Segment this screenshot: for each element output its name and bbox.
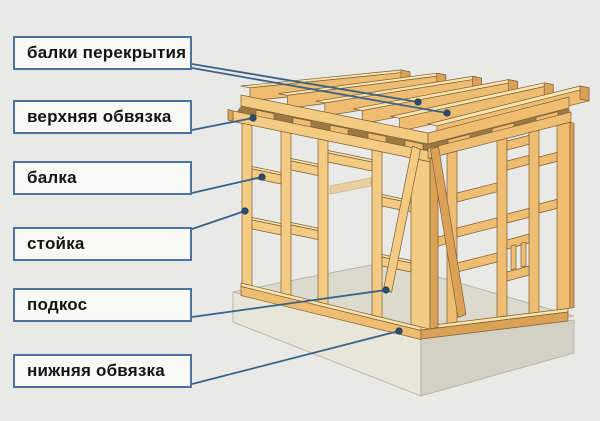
pointer-dot xyxy=(241,207,249,215)
leader-beam xyxy=(191,176,263,194)
leader-floor-joists-1 xyxy=(191,63,419,103)
label-stud: стойка xyxy=(13,227,192,261)
leader-brace xyxy=(191,289,387,318)
label-beam: балка xyxy=(13,161,192,195)
pointer-dot xyxy=(395,327,403,335)
label-floor-joists: балки перекрытия xyxy=(13,36,192,70)
leader-top-plate xyxy=(191,117,254,131)
top-plate-left xyxy=(227,94,432,163)
label-top-plate: верхняя обвязка xyxy=(13,100,192,134)
leader-lines xyxy=(191,63,451,385)
pointer-dot xyxy=(249,114,257,122)
right-wall xyxy=(429,121,575,330)
label-bottom-plate: нижняя обвязка xyxy=(13,354,192,388)
bottom-plate xyxy=(240,282,569,340)
pointer-dot xyxy=(443,109,451,117)
braces xyxy=(383,145,467,318)
pointer-dot xyxy=(258,173,266,181)
leader-floor-joists-2 xyxy=(191,67,448,114)
pointer-dot xyxy=(414,98,422,106)
label-brace: подкос xyxy=(13,288,192,322)
pointer-dot xyxy=(382,286,390,294)
top-plate-right xyxy=(427,96,572,159)
leader-bottom-plate xyxy=(191,330,400,385)
leader-stud xyxy=(191,210,246,230)
